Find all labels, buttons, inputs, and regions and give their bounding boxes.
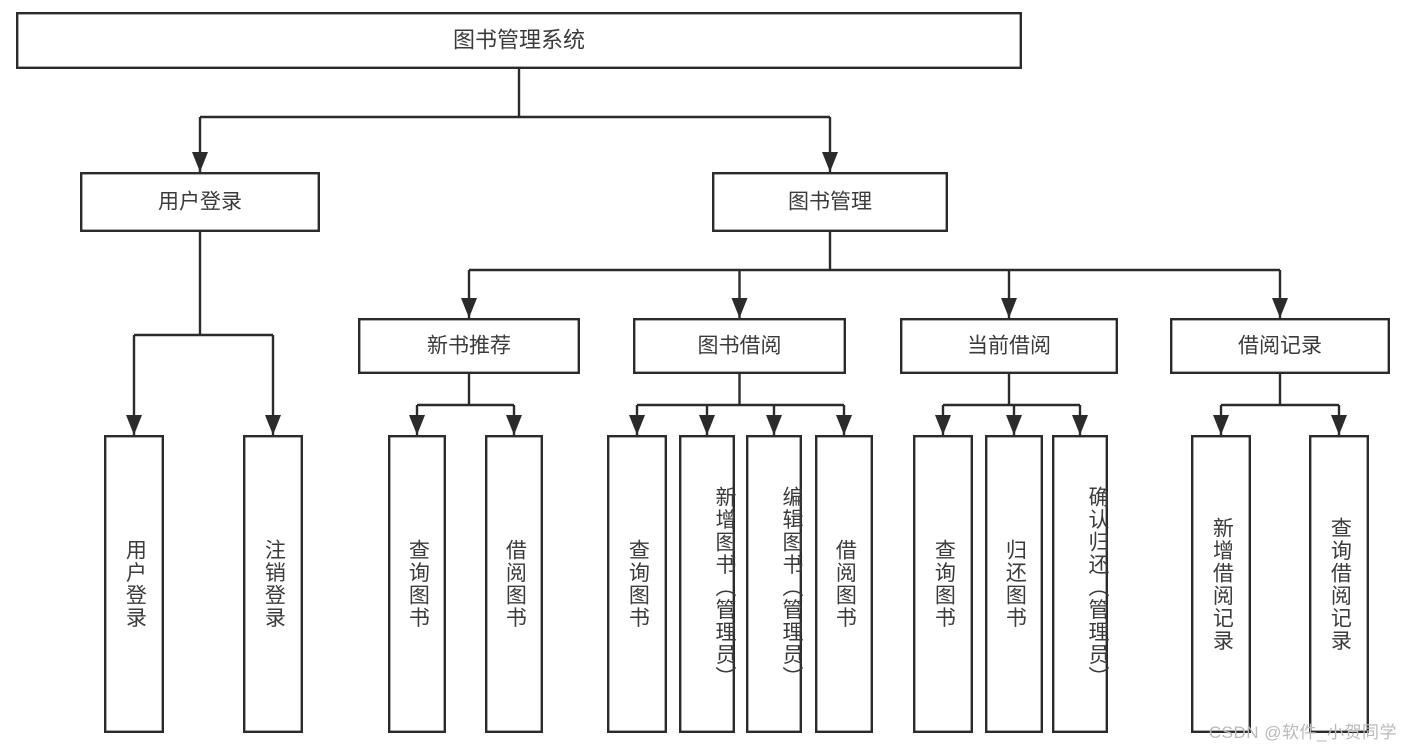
node-level3-2[interactable] [900,318,1119,375]
arrowhead-to-图书管理-1 [822,152,838,172]
csdn-watermark: CSDN @软件_小贺同学 [1208,723,1397,742]
leaf-box-5[interactable] [679,435,736,734]
node-level3-label-3: 借阅记录 [1238,335,1322,358]
leaf-box-7[interactable] [815,435,874,734]
leaf-box-8[interactable] [913,435,974,734]
node-level3-1[interactable] [633,318,847,375]
node-level3-label-1: 图书借阅 [698,335,782,358]
arrowhead-to-用户登录-0 [126,415,142,435]
arrowhead-to-注销登录-1 [265,415,281,435]
node-level2-label-0: 用户登录 [158,191,242,214]
arrowhead-to-新增图书（管理员）-1 [699,415,715,435]
leaf-box-4[interactable] [607,435,668,734]
arrowhead-to-查询图书-0 [629,415,645,435]
node-root[interactable] [16,11,1022,69]
leaf-box-0[interactable] [103,435,164,734]
arrowhead-to-确认归还（管理员）-2 [1072,415,1088,435]
leaf-box-9[interactable] [985,435,1044,734]
arrowhead-to-图书借阅-1 [731,298,748,318]
node-level3-0[interactable] [358,318,581,375]
arrowhead-to-借阅图书-3 [836,415,852,435]
leaf-box-6[interactable] [746,435,803,734]
leaf-box-10[interactable] [1051,435,1108,734]
arrowhead-to-当前借阅-2 [1001,298,1017,318]
leaf-box-11[interactable] [1190,435,1251,734]
arrowhead-to-借阅记录-3 [1272,298,1288,318]
node-root-label: 图书管理系统 [453,27,585,52]
arrowhead-to-归还图书-1 [1006,415,1022,435]
node-level2-0[interactable] [79,171,321,232]
node-level3-label-0: 新书推荐 [427,335,511,358]
leaf-box-1[interactable] [242,435,303,734]
node-level3-label-2: 当前借阅 [967,335,1051,358]
leaf-box-2[interactable] [388,435,447,734]
arrowhead-to-新增借阅记录-0 [1213,415,1229,435]
arrowhead-to-用户登录-0 [192,152,208,172]
arrowhead-to-借阅图书-1 [506,415,522,435]
arrowhead-to-查询图书-0 [409,415,425,435]
arrowhead-to-查询图书-0 [935,415,951,435]
leaf-box-12[interactable] [1308,435,1369,734]
arrowhead-to-新书推荐-0 [461,298,477,318]
node-level2-1[interactable] [712,171,949,232]
arrowhead-to-编辑图书（管理员）-2 [766,415,782,435]
node-box-layer [16,11,1390,734]
node-level3-3[interactable] [1169,318,1390,375]
connector-layer [126,69,1347,435]
arrowhead-to-查询借阅记录-1 [1331,415,1347,435]
leaf-box-3[interactable] [485,435,544,734]
node-level2-label-1: 图书管理 [788,191,872,214]
